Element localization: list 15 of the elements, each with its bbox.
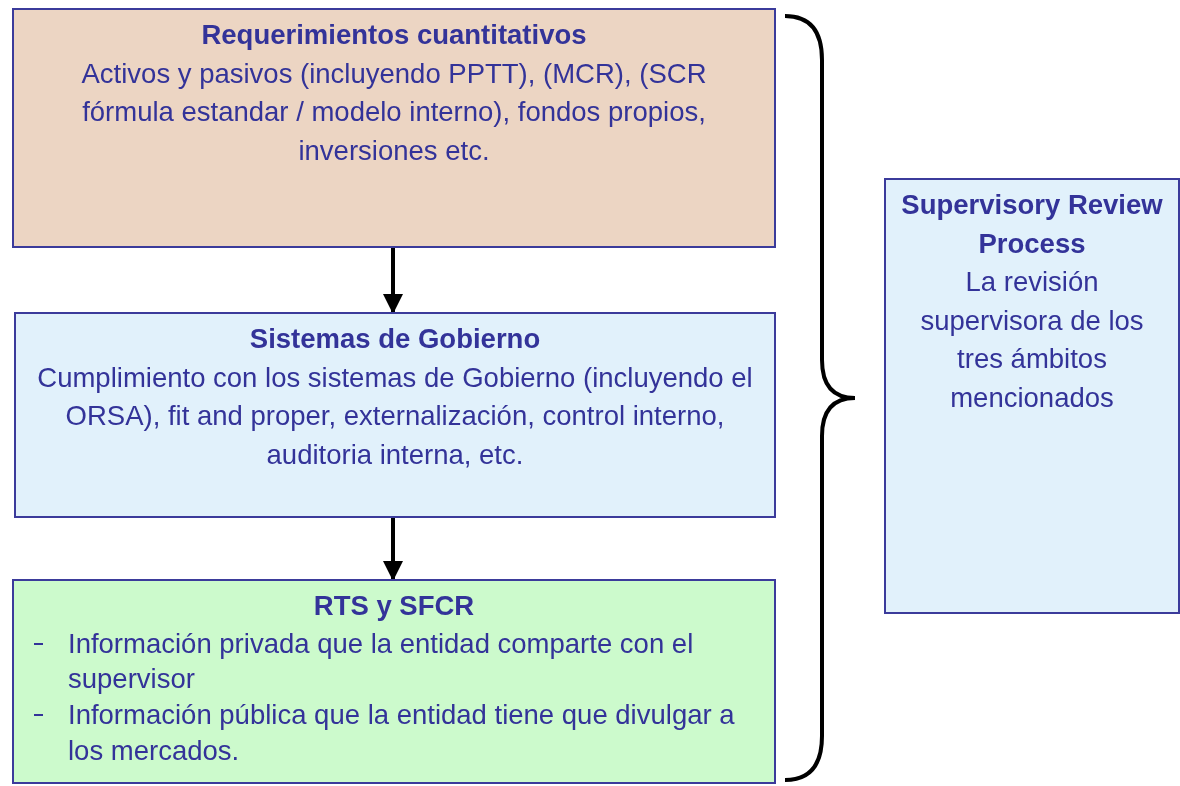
box-text: La revisión supervisora de los tres ámbitos mencionados bbox=[919, 265, 1145, 415]
box-heading: Requerimientos cuantitativos bbox=[200, 18, 588, 52]
box-heading: RTS y SFCR bbox=[312, 589, 476, 623]
box-text: Cumplimiento con los sistemas de Gobierno (incluyendo el ORSA), fit and proper, externalización, control interno, auditoria interna, etc. bbox=[36, 360, 754, 472]
bullet-item: Información privada que la entidad comparte con el supervisor bbox=[32, 625, 756, 697]
process-box bbox=[12, 8, 776, 248]
arrow bbox=[383, 248, 403, 314]
box-heading: Supervisory Review Process bbox=[900, 188, 1164, 261]
box-text: Activos y pasivos (incluyendo PPTT), (MCR), (SCR fórmula estandar / modelo interno), fondos propios, inversiones etc. bbox=[80, 56, 708, 168]
process-box bbox=[12, 579, 776, 784]
box-heading: Sistemas de Gobierno bbox=[248, 322, 542, 356]
bullet-item: Información pública que la entidad tiene que divulgar a los mercados. bbox=[32, 697, 756, 769]
process-box bbox=[14, 312, 776, 518]
arrow bbox=[383, 518, 403, 581]
side-box bbox=[884, 178, 1180, 614]
